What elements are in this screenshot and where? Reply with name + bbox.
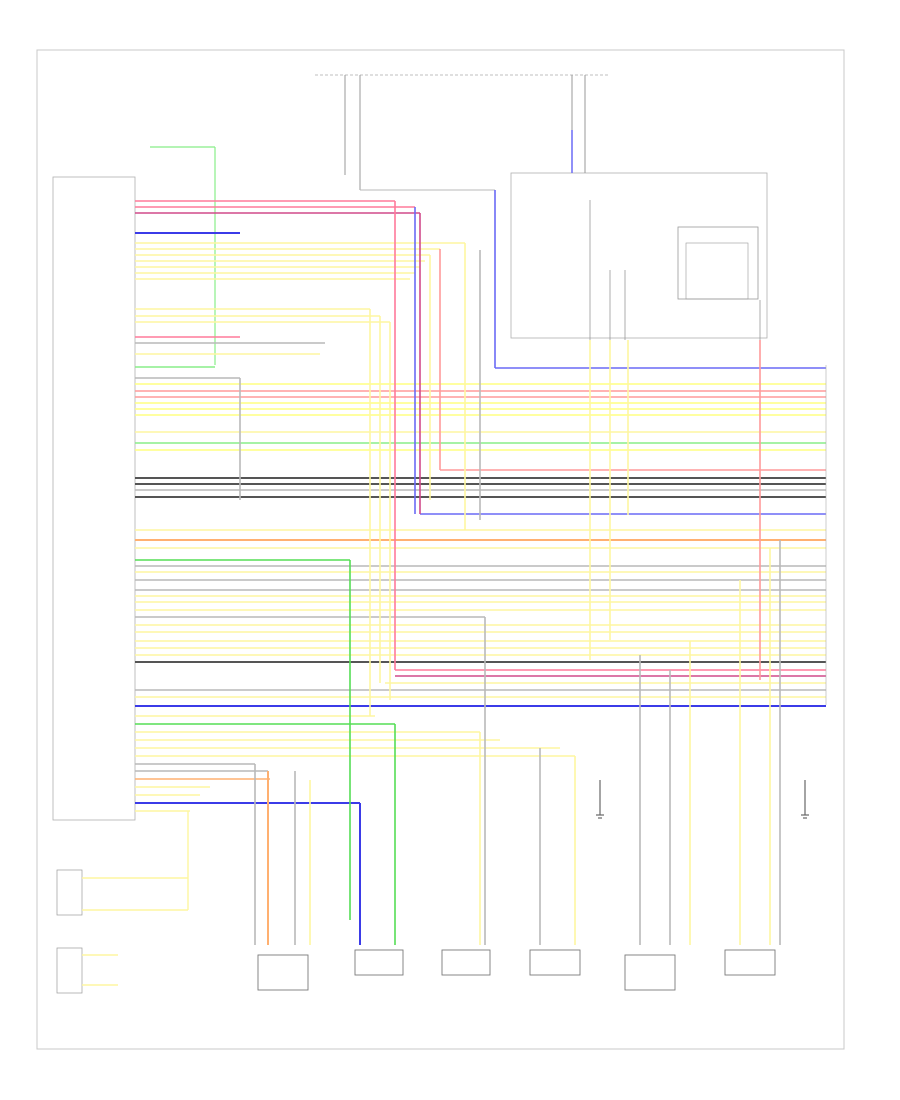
ground-icon (801, 780, 809, 819)
diagram-frame (36, 49, 845, 1050)
component-box-6 (724, 949, 776, 976)
bottom-components (257, 949, 776, 991)
component-box-2 (354, 949, 404, 976)
module-inner-box (677, 226, 759, 300)
control-unit-box (510, 172, 768, 339)
left-inset-box-1 (56, 869, 83, 916)
srs-unit-box (52, 176, 136, 821)
vertical-wires (239, 190, 781, 945)
harness-wires (135, 200, 826, 812)
component-box-3 (441, 949, 491, 976)
component-box-5 (624, 954, 676, 991)
left-inset-box-2 (56, 947, 83, 994)
ground-icon (596, 780, 604, 819)
component-box-1 (257, 954, 309, 991)
component-box-4 (529, 949, 581, 976)
module-inner-sub (685, 242, 749, 300)
